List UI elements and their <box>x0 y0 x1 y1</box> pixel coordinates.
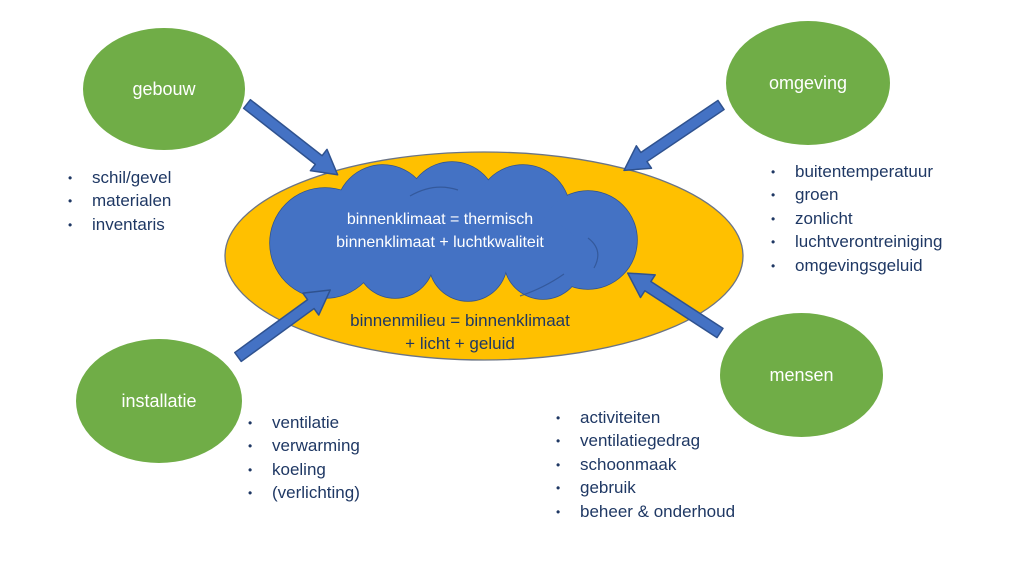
list-item: • luchtverontreiniging <box>769 231 942 255</box>
arrow-omgeving-icon <box>623 99 725 172</box>
list-item-label: schil/gevel <box>92 167 172 187</box>
list-item: • gebruik <box>554 477 735 501</box>
cloud-interior-arcs <box>409 186 599 297</box>
list-item: • materialen <box>66 190 171 214</box>
list-item: • activiteiten <box>554 406 735 430</box>
node-installatie: installatie <box>76 339 242 463</box>
list-item: • zonlicht <box>769 207 942 231</box>
list-item-label: activiteiten <box>580 407 661 427</box>
bullet-list-gebouw: • schil/gevel • materialen • inventaris <box>66 166 171 237</box>
bullet-icon: • <box>556 410 561 425</box>
binnenklimaat-cloud <box>269 161 638 302</box>
arrow-installatie-icon <box>234 289 331 363</box>
binnenmilieu-text: binnenmilieu = binnenklimaat + licht + g… <box>280 309 640 355</box>
cloud-text-line2: binnenklimaat + luchtkwaliteit <box>336 234 544 251</box>
list-item: • schoonmaak <box>554 453 735 477</box>
node-mensen-label: mensen <box>769 364 834 385</box>
bullet-icon: • <box>556 481 561 496</box>
arrow-mensen-icon <box>626 272 724 339</box>
list-item: • ventilatie <box>246 411 360 435</box>
list-item: • omgevingsgeluid <box>769 254 942 278</box>
binnenmilieu-text-line2: + licht + geluid <box>405 334 515 353</box>
list-item-label: verwarming <box>272 436 360 456</box>
node-omgeving-label: omgeving <box>768 72 848 93</box>
bullet-icon: • <box>556 504 561 519</box>
bullet-icon: • <box>771 235 776 250</box>
binnenmilieu-text-line1: binnenmilieu = binnenklimaat <box>350 311 570 330</box>
node-gebouw-label: gebouw <box>132 78 196 99</box>
bullet-icon: • <box>248 462 253 477</box>
node-omgeving: omgeving <box>726 21 890 145</box>
arrow-gebouw-icon <box>242 98 339 176</box>
bullet-icon: • <box>68 194 73 209</box>
list-item: • (verlichting) <box>246 482 360 506</box>
bullet-icon: • <box>68 217 73 232</box>
bullet-list-mensen: • activiteiten • ventilatiegedrag • schoonm… <box>554 406 735 524</box>
list-item-label: materialen <box>92 191 172 211</box>
bullet-icon: • <box>771 258 776 273</box>
node-mensen: mensen <box>720 313 883 437</box>
list-item-label: beheer & onderhoud <box>580 501 736 521</box>
list-item-label: groen <box>795 185 839 205</box>
bullet-icon: • <box>556 434 561 449</box>
node-gebouw: gebouw <box>83 28 245 150</box>
bullet-icon: • <box>771 211 776 226</box>
list-item: • ventilatiegedrag <box>554 430 735 454</box>
list-item-label: koeling <box>272 459 326 479</box>
list-item-label: ventilatiegedrag <box>580 431 701 451</box>
list-item-label: ventilatie <box>272 412 340 432</box>
bullet-list-installatie: • ventilatie • verwarming • koeling • (verli… <box>246 411 360 505</box>
list-item-label: luchtverontreiniging <box>795 232 943 252</box>
bullet-icon: • <box>771 164 776 179</box>
list-item-label: omgevingsgeluid <box>795 255 923 275</box>
bullet-icon: • <box>771 188 776 203</box>
bullet-icon: • <box>248 486 253 501</box>
bullet-icon: • <box>556 457 561 472</box>
bullet-list-omgeving: • buitentemperatuur • groen • zonlicht • luc… <box>769 160 942 278</box>
list-item-label: gebruik <box>580 478 636 498</box>
list-item-label: schoonmaak <box>580 454 677 474</box>
list-item-label: zonlicht <box>795 208 853 228</box>
cloud-text-line1: binnenklimaat = thermisch <box>346 211 534 228</box>
list-item-label: (verlichting) <box>272 483 360 503</box>
bullet-icon: • <box>248 439 253 454</box>
bullet-icon: • <box>248 415 253 430</box>
list-item: • koeling <box>246 458 360 482</box>
list-item-label: buitentemperatuur <box>795 161 933 181</box>
list-item: • schil/gevel <box>66 166 171 190</box>
list-item: • verwarming <box>246 435 360 459</box>
list-item: • groen <box>769 184 942 208</box>
list-item: • inventaris <box>66 213 171 237</box>
bullet-icon: • <box>68 170 73 185</box>
list-item: • beheer & onderhoud <box>554 500 735 524</box>
list-item: • buitentemperatuur <box>769 160 942 184</box>
node-installatie-label: installatie <box>121 390 197 411</box>
list-item-label: inventaris <box>92 214 165 234</box>
cloud-text: binnenklimaat = thermisch binnenklimaat … <box>260 208 620 254</box>
